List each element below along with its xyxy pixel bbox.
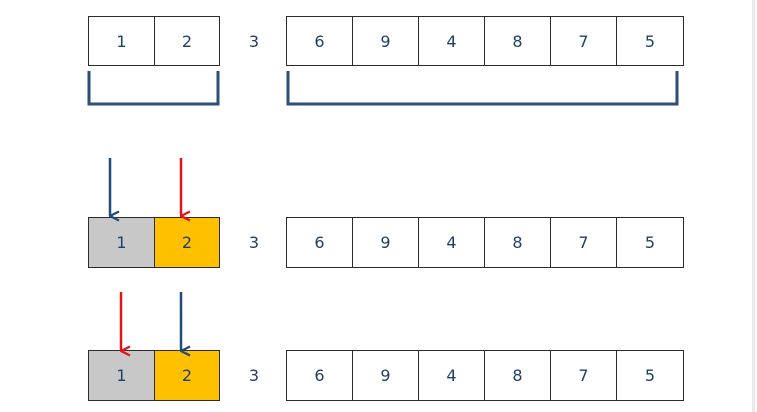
row3-right-cell-6: 5 <box>616 350 684 401</box>
right-edge-divider <box>752 0 755 412</box>
row2-right-cell-3: 4 <box>418 217 485 268</box>
row1-left-cell-2: 2 <box>154 16 220 66</box>
left-group-bracket <box>87 71 220 106</box>
row2-pivot-value: 3 <box>248 233 260 252</box>
row2-left-cell-2: 2 <box>154 217 220 268</box>
row2-right-cell-5: 7 <box>550 217 617 268</box>
row2-right-cell-2: 9 <box>352 217 419 268</box>
row1-right-cell-5: 7 <box>550 16 617 66</box>
right-group-bracket <box>286 71 679 106</box>
row3-right-cell-5: 7 <box>550 350 617 401</box>
row2-right-cell-6: 5 <box>616 217 684 268</box>
row1-left-cell-1: 1 <box>88 16 155 66</box>
row2-right-cell-1: 6 <box>286 217 353 268</box>
row1-right-cell-4: 8 <box>484 16 551 66</box>
row1-right-cell-6: 5 <box>616 16 684 66</box>
row2-right-cell-4: 8 <box>484 217 551 268</box>
row3-pivot-value: 3 <box>248 366 260 385</box>
row2-left-cell-1: 1 <box>88 217 155 268</box>
row3-right-cell-2: 9 <box>352 350 419 401</box>
row3-right-cell-3: 4 <box>418 350 485 401</box>
row1-pivot-value: 3 <box>248 31 260 51</box>
